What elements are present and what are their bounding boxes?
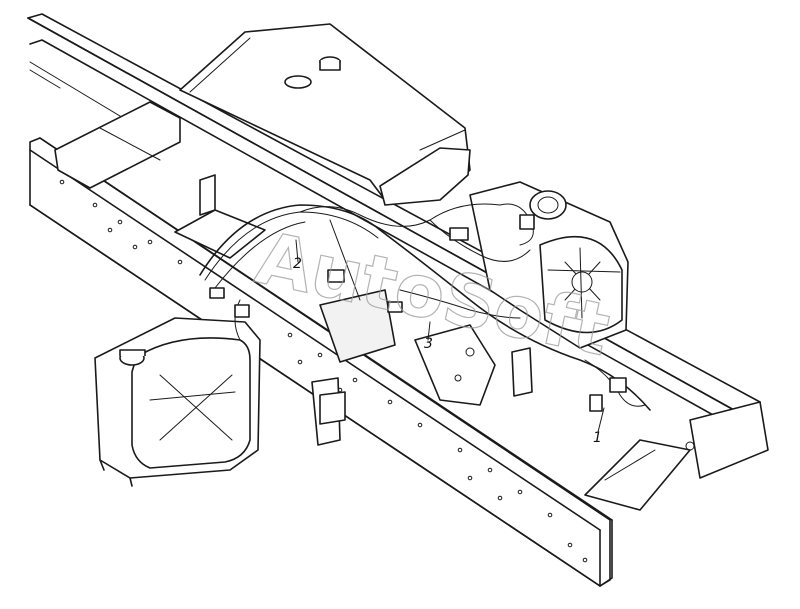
rear-end-member — [685, 401, 769, 479]
callout-1: 1 — [593, 430, 602, 446]
callout-3: 3 — [424, 336, 433, 352]
right-tank — [469, 181, 629, 349]
front-frame-rail — [29, 137, 613, 587]
rear-tank — [179, 23, 471, 206]
left-tank — [94, 317, 261, 487]
connectors — [209, 214, 627, 425]
wiring-harness — [199, 203, 651, 411]
center-bracket — [199, 174, 533, 446]
callout-2: 2 — [293, 256, 302, 272]
cross-members — [54, 101, 691, 511]
leader-lines — [295, 239, 605, 433]
